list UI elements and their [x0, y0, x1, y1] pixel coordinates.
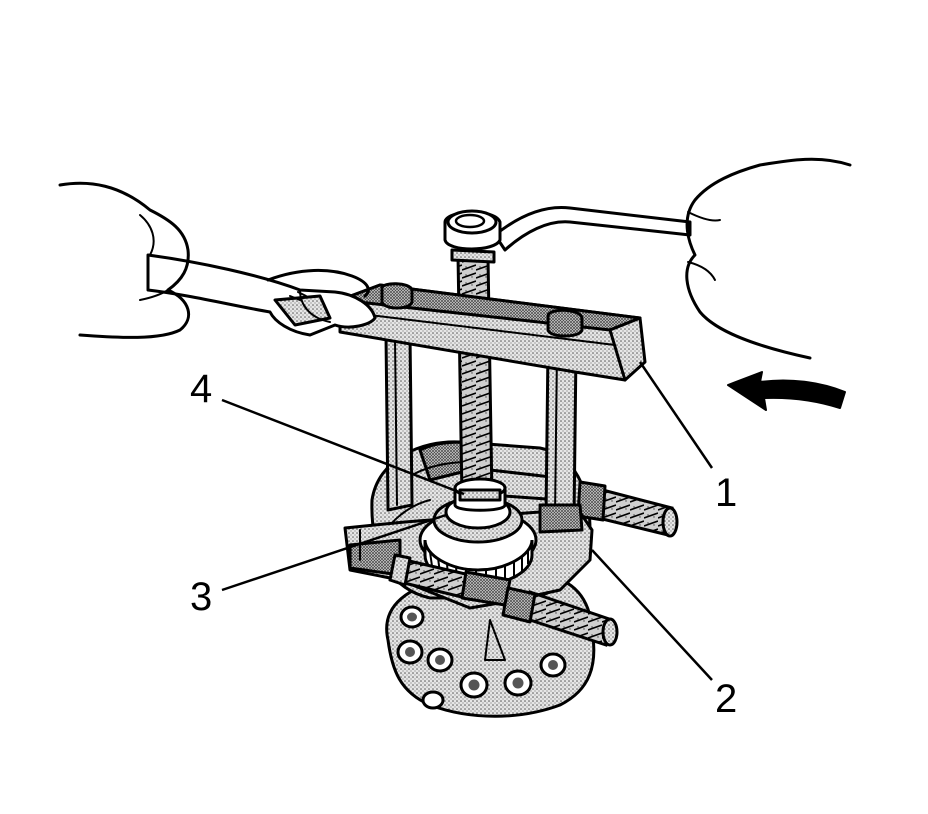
left-hand [58, 181, 370, 339]
leader-3 [221, 513, 447, 592]
callout-labels: 1 2 3 4 [190, 367, 737, 721]
leader-4 [221, 398, 465, 496]
rotation-arrow-icon [727, 371, 846, 411]
rear-forcing-bolt [488, 468, 679, 538]
box-end-wrench [443, 205, 692, 264]
callout-1: 1 [715, 471, 737, 515]
leader-lines [221, 361, 714, 681]
right-hand [685, 157, 852, 360]
adjustable-wrench [146, 253, 377, 337]
leader-2 [591, 549, 713, 681]
front-forcing-bolts [388, 553, 619, 647]
callout-2: 2 [715, 677, 737, 721]
puller-legs [384, 333, 584, 534]
callout-4: 4 [190, 367, 212, 411]
callout-3: 3 [190, 575, 212, 619]
puller-crossbar [338, 282, 647, 382]
wheel-stud-holes [396, 605, 567, 710]
bearing-tone-ring [418, 494, 538, 587]
leader-1 [638, 361, 714, 469]
